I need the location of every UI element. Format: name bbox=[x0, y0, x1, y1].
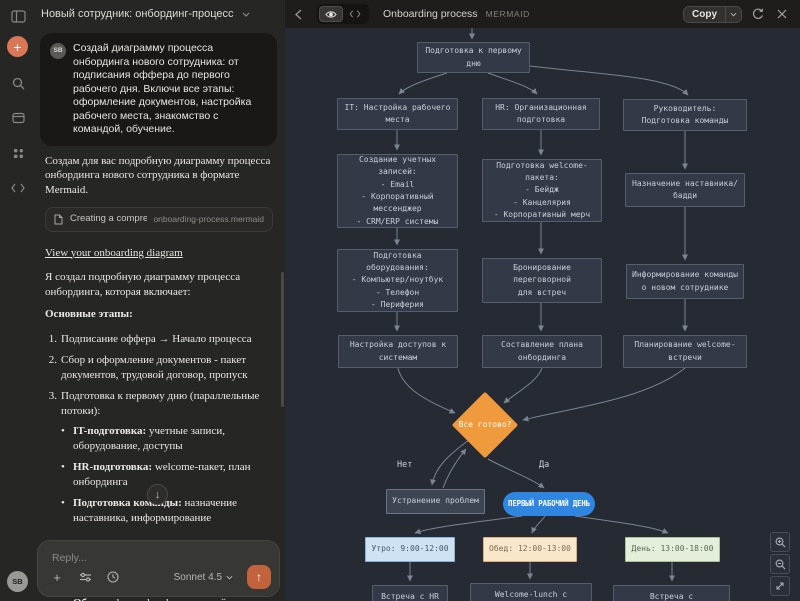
document-icon bbox=[54, 214, 64, 225]
chat-panel: Новый сотрудник: онбординг-процесс SB Со… bbox=[35, 0, 285, 601]
copy-button[interactable]: Copy bbox=[684, 6, 725, 22]
artifact-chip[interactable]: Creating a comprehensive o... onboarding… bbox=[45, 207, 273, 232]
artifact-panel: Onboarding process MERMAID Copy bbox=[285, 0, 800, 601]
diagram-zoom-controls bbox=[770, 532, 790, 596]
account-avatar[interactable]: SB bbox=[7, 571, 28, 592]
copy-caret-icon[interactable] bbox=[725, 6, 741, 22]
diagram-edges bbox=[394, 28, 689, 582]
assistant-message: Создам для вас подробную диаграмму проце… bbox=[45, 154, 273, 601]
apps-grid-icon[interactable] bbox=[8, 143, 28, 163]
attach-plus-icon[interactable]: + bbox=[53, 569, 61, 585]
model-selector[interactable]: Sonnet 4.5 bbox=[174, 572, 233, 583]
list-item: •IT-подготовка: учетные записи, оборудов… bbox=[61, 425, 225, 452]
diagram-node-fix: Устранение проблем bbox=[386, 489, 485, 514]
diagram-node-a2: Встреча с руководителем bbox=[613, 585, 730, 601]
edge-label-no: Нет bbox=[395, 460, 415, 470]
chat-scrollbar-thumb[interactable] bbox=[281, 272, 284, 407]
artifact-title-label: Onboarding process bbox=[383, 8, 478, 20]
diagram-node-lunch: Обед: 12:00-13:00 bbox=[483, 537, 577, 562]
user-message-text: Создай диаграмму процесса онбординга нов… bbox=[73, 42, 252, 135]
code-view-icon[interactable] bbox=[343, 6, 367, 22]
diagram-node-hr4: Составление плана онбординга bbox=[482, 335, 602, 368]
diagram-node-hr: HR: Организационная подготовка bbox=[482, 98, 600, 130]
expand-icon[interactable] bbox=[770, 576, 790, 596]
zoom-out-icon[interactable] bbox=[770, 554, 790, 574]
diagram-node-it2: Создание учетных записей: - Email - Корп… bbox=[337, 154, 458, 228]
diagram-node-hr2: Подготовка welcome- пакета: - Бейдж - Ка… bbox=[482, 159, 602, 222]
diagram-node-it: IT: Настройка рабочего места bbox=[337, 98, 458, 130]
new-chat-button[interactable]: + bbox=[7, 36, 28, 57]
history-clock-icon[interactable] bbox=[106, 570, 120, 584]
diagram-node-it4: Настройка доступов к системам bbox=[338, 335, 458, 368]
back-chevron-icon[interactable] bbox=[295, 9, 309, 20]
scroll-to-bottom-button[interactable]: ↓ bbox=[147, 484, 168, 505]
model-name: Sonnet 4.5 bbox=[173, 571, 222, 583]
stages-heading: Основные этапы: bbox=[45, 308, 133, 320]
refresh-icon[interactable] bbox=[750, 6, 766, 22]
user-avatar: SB bbox=[50, 43, 66, 59]
user-message: SB Создай диаграмму процесса онбординга … bbox=[40, 33, 277, 146]
composer: + Sonnet 4.5 ↑ bbox=[37, 540, 280, 597]
sidebar-toggle-icon[interactable] bbox=[8, 6, 28, 26]
artifact-type-label: MERMAID bbox=[485, 9, 530, 19]
diagram-node-prep: Подготовка к первому дню bbox=[417, 42, 530, 73]
copy-split-button: Copy bbox=[683, 5, 742, 23]
artifact-header: Onboarding process MERMAID Copy bbox=[285, 0, 800, 28]
diagram-node-day1: ПЕРВЫЙ РАБОЧИЙ ДЕНЬ bbox=[503, 492, 595, 516]
list-item: 3.Подготовка к первому дню (параллельные… bbox=[45, 389, 273, 532]
search-icon[interactable] bbox=[8, 73, 28, 93]
diagram-node-afternoon: День: 13:00-18:00 bbox=[625, 537, 720, 562]
diagram-node-mgr3: Информирование команды о новом сотрудник… bbox=[626, 264, 744, 299]
sidebar-rail: + SB bbox=[0, 0, 35, 601]
diagram-node-mgr2: Назначение наставника/ бадди bbox=[625, 173, 745, 207]
artifact-title: Creating a comprehensive o... bbox=[70, 213, 148, 224]
message-list: SB Создай диаграмму процесса онбординга … bbox=[35, 28, 285, 601]
close-icon[interactable] bbox=[774, 6, 790, 22]
chevron-down-icon[interactable] bbox=[242, 12, 250, 17]
edge-label-yes: Да bbox=[537, 460, 552, 470]
assistant-intro: Создам для вас подробную диаграмму проце… bbox=[45, 154, 271, 196]
tools-sliders-icon[interactable] bbox=[78, 570, 92, 584]
diagram-node-mgr4: Планирование welcome- встречи bbox=[623, 335, 747, 368]
list-item: •HR-подготовка: welcome-пакет, план онбо… bbox=[61, 461, 251, 488]
list-item: 2.Сбор и оформление документов - пакет д… bbox=[48, 354, 248, 381]
reply-input[interactable] bbox=[52, 552, 267, 564]
diagram-node-l2: Welcome-lunch с bbox=[470, 583, 592, 601]
preview-eye-icon[interactable] bbox=[319, 6, 343, 22]
diagram-node-morning: Утро: 9:00-12:00 bbox=[365, 537, 455, 562]
chat-header: Новый сотрудник: онбординг-процесс bbox=[35, 0, 285, 28]
diagram-node-it3: Подготовка оборудования: - Компьютер/ноу… bbox=[337, 249, 458, 312]
list-item: •Подготовка команды: назначение наставни… bbox=[61, 497, 238, 524]
view-diagram-link[interactable]: View your onboarding diagram bbox=[45, 246, 183, 259]
diagram-node-mgr: Руководитель: Подготовка команды bbox=[623, 99, 747, 131]
diagram-node-hr3: Бронирование переговорной для встреч bbox=[482, 258, 602, 303]
projects-icon[interactable] bbox=[8, 108, 28, 128]
code-icon[interactable] bbox=[8, 178, 28, 198]
assistant-summary: Я создал подробную диаграмму процесса он… bbox=[45, 271, 241, 298]
list-item: 1.Подписание оффера → Начало процесса bbox=[48, 332, 252, 345]
artifact-filename: onboarding-process.mermaid bbox=[153, 214, 264, 224]
chat-title[interactable]: Новый сотрудник: онбординг-процесс bbox=[41, 8, 234, 20]
send-button[interactable]: ↑ bbox=[247, 565, 271, 589]
diagram-node-m2: Встреча с HR bbox=[372, 585, 448, 601]
diagram-node-check: Все готово? bbox=[451, 391, 519, 459]
list-item: •Обед: welcome-lunch с командой bbox=[61, 596, 273, 601]
zoom-in-icon[interactable] bbox=[770, 532, 790, 552]
preview-code-toggle bbox=[317, 4, 369, 24]
